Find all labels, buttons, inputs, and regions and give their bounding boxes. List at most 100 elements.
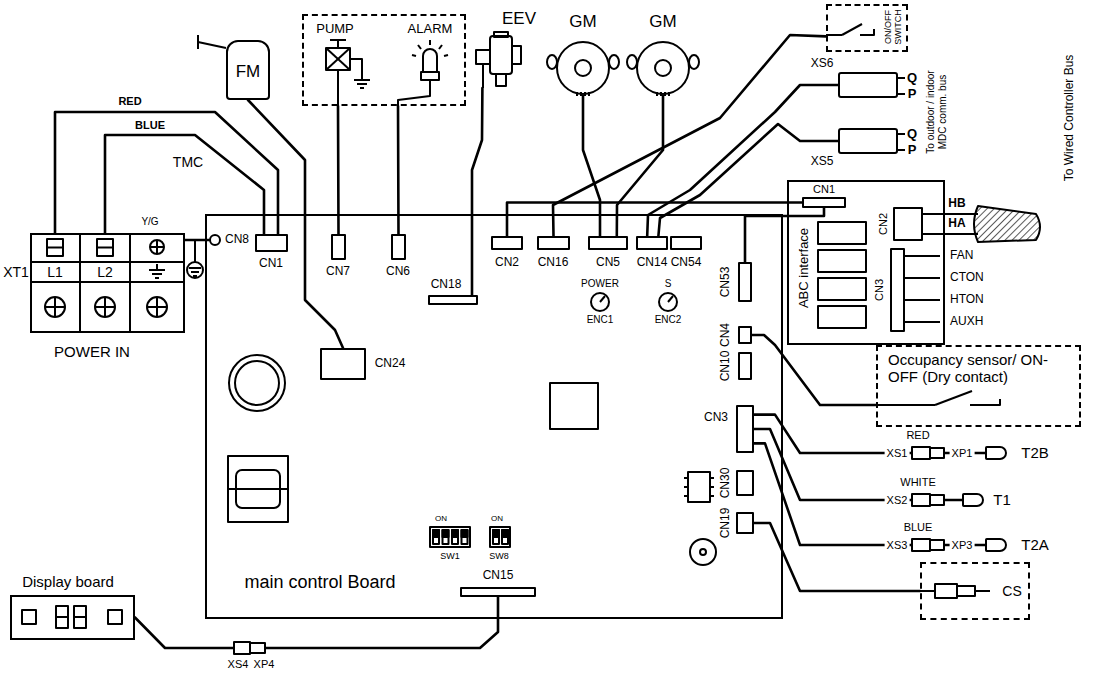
wire — [507, 203, 802, 237]
label-holder: CN2 — [877, 213, 890, 235]
illustration — [923, 213, 978, 215]
illustration — [637, 42, 689, 94]
label-holder: XS6 — [811, 57, 834, 71]
illustration — [975, 590, 990, 592]
illustration — [30, 261, 185, 263]
label-holder: CN1 — [259, 257, 283, 271]
label-holder: XS5 — [811, 155, 834, 169]
pin-label: HB — [948, 197, 965, 211]
illustration — [818, 250, 866, 272]
illustration — [905, 255, 940, 257]
illustration — [860, 29, 874, 35]
switch-label: SW1 — [440, 551, 460, 561]
illustration — [659, 293, 677, 311]
illustration — [235, 361, 279, 405]
component-label: T2A — [1021, 536, 1049, 553]
wire-color-label: RED — [116, 95, 143, 108]
connector-label: CN14 — [637, 256, 668, 270]
temperature-probe: T1 — [962, 493, 984, 507]
plug-label: XS1 — [885, 447, 910, 460]
board-connector: CN16 — [537, 236, 570, 250]
illustration — [512, 46, 521, 64]
illustration — [502, 530, 508, 544]
illustration — [104, 297, 106, 317]
label-holder: CN54 — [671, 256, 702, 270]
illustration — [600, 296, 605, 302]
illustration — [45, 297, 65, 317]
connector-label: CN2 — [495, 256, 519, 270]
illustration — [250, 643, 265, 653]
board-connector: CN1 — [802, 197, 846, 208]
label-holder: ON/OFF SWITCH — [883, 6, 904, 48]
label-holder: XS3 — [885, 539, 910, 552]
illustration — [97, 247, 113, 249]
illustration — [898, 133, 905, 135]
component-label: L1 — [47, 264, 63, 280]
illustration — [898, 77, 905, 79]
illustration — [155, 277, 159, 279]
illustration — [443, 530, 449, 544]
illustration — [47, 247, 63, 249]
illustration — [193, 275, 197, 277]
label-holder: GM — [649, 12, 676, 32]
bus-note: To Wired Controller Bus — [1063, 55, 1077, 182]
illustration — [494, 32, 508, 37]
fan-motor: FM — [226, 40, 270, 100]
connector-label: CN10 — [719, 351, 733, 382]
connector-label: CN53 — [719, 267, 733, 298]
board-connector: CN19 — [736, 512, 754, 534]
illustration — [198, 42, 226, 48]
switch-label: S — [665, 278, 672, 290]
pump-alarm-group: PUMPALARM — [302, 14, 466, 106]
illustration — [957, 586, 975, 596]
illustration — [95, 297, 115, 317]
display-board: Display board — [10, 595, 135, 640]
illustration — [493, 530, 499, 544]
illustration — [912, 447, 930, 459]
label-holder: BLUE — [902, 521, 935, 534]
illustration — [684, 495, 688, 497]
illustration — [690, 539, 716, 565]
pin-label: P — [908, 143, 917, 158]
illustration — [54, 297, 56, 317]
illustration — [156, 297, 158, 317]
switch-label: SW8 — [489, 551, 509, 561]
plug-label: XS3 — [885, 539, 910, 552]
component-label: XS5 — [811, 155, 834, 169]
component-label: L2 — [97, 264, 113, 280]
swing-motor: GM — [552, 40, 614, 96]
label-holder: L2 — [97, 264, 113, 280]
illustration — [912, 494, 930, 506]
illustration — [147, 297, 167, 317]
illustration — [22, 606, 122, 628]
component-label: FM — [236, 62, 261, 82]
board-connector: CN15 — [460, 587, 536, 597]
connector-label: CN6 — [386, 265, 410, 279]
illustration — [898, 78, 905, 150]
illustration — [826, 24, 874, 35]
connector-label: CN54 — [671, 256, 702, 270]
connector-label: CN15 — [483, 569, 514, 583]
label-holder: To outdoor / indoor MDC comm. bus — [925, 65, 948, 160]
wire-color-label: BLUE — [902, 521, 935, 534]
label-holder: CN4 — [719, 323, 733, 347]
illustration — [476, 50, 490, 64]
label-holder: XS4 — [228, 658, 249, 671]
connector-label: CN24 — [375, 357, 406, 371]
label-holder: Q — [907, 127, 917, 142]
pin-label: FAN — [950, 249, 973, 263]
illustration — [974, 206, 1040, 242]
label-holder: Y/G — [139, 216, 160, 228]
illustration — [493, 530, 499, 537]
connector-label: CN3 — [873, 279, 886, 301]
component-label: XT1 — [3, 264, 29, 280]
illustration — [357, 83, 367, 85]
illustration — [452, 530, 458, 537]
component-label: GM — [569, 12, 596, 32]
label-holder: Display board — [22, 573, 114, 590]
illustration — [152, 273, 162, 275]
label-holder: CN1 — [813, 183, 835, 196]
board-connector: CN2 — [893, 207, 923, 241]
component-label: Occupancy sensor/ ON-OFF (Dry contact) — [888, 351, 1058, 386]
illustration — [876, 391, 1000, 405]
